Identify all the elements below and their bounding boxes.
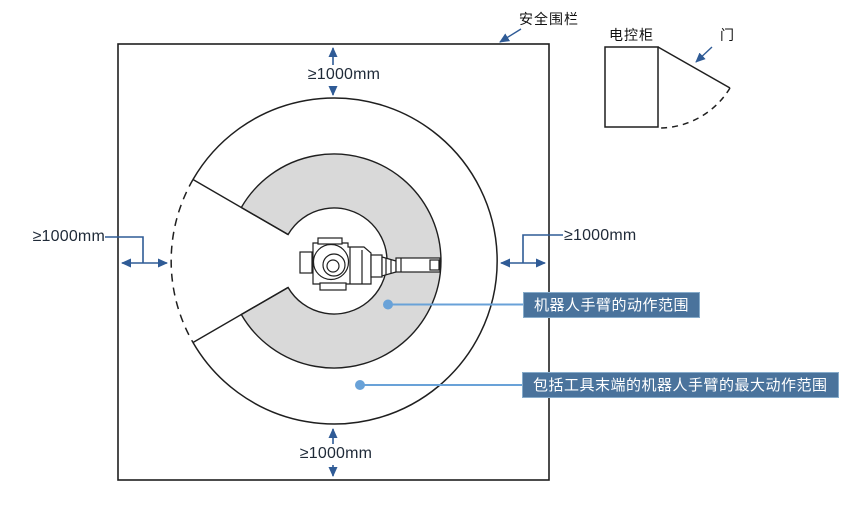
door-leader-arrow — [695, 46, 713, 63]
callout-leaders — [355, 299, 523, 390]
callout-outer-dot — [355, 380, 365, 390]
callout-max-range-with-tool: 包括工具末端的机器人手臂的最大动作范围 — [522, 372, 839, 398]
dim-right-bracket — [522, 234, 563, 263]
dimension-bottom-label: ≥1000mm — [299, 445, 373, 462]
max-range-circle-dashed — [170, 179, 194, 343]
door-label: 门 — [720, 27, 735, 43]
arm-range-annulus — [240, 153, 442, 369]
dimension-top-label: ≥1000mm — [307, 66, 381, 83]
robot-arm-top-view-icon — [299, 237, 441, 291]
max-range-circle-solid — [192, 97, 498, 425]
label-leader-arrows — [499, 28, 713, 63]
dimension-left-label: ≥1000mm — [32, 228, 105, 245]
safety-fence-label: 安全围栏 — [519, 11, 579, 27]
fence-leader-arrow — [499, 28, 522, 43]
control-cabinet-label: 电控柜 — [609, 27, 654, 43]
dimension-right-label: ≥1000mm — [564, 227, 637, 244]
dim-left-bracket — [105, 236, 144, 263]
door-swing-arc — [660, 87, 731, 129]
dimension-lines — [105, 47, 563, 477]
callout-arm-range: 机器人手臂的动作范围 — [523, 292, 701, 318]
door-panel-line — [657, 46, 731, 89]
range-wedge-edges — [192, 178, 289, 344]
control-cabinet-outline — [604, 46, 659, 128]
safety-fence-outline — [117, 43, 550, 481]
callout-inner-dot — [383, 299, 393, 310]
